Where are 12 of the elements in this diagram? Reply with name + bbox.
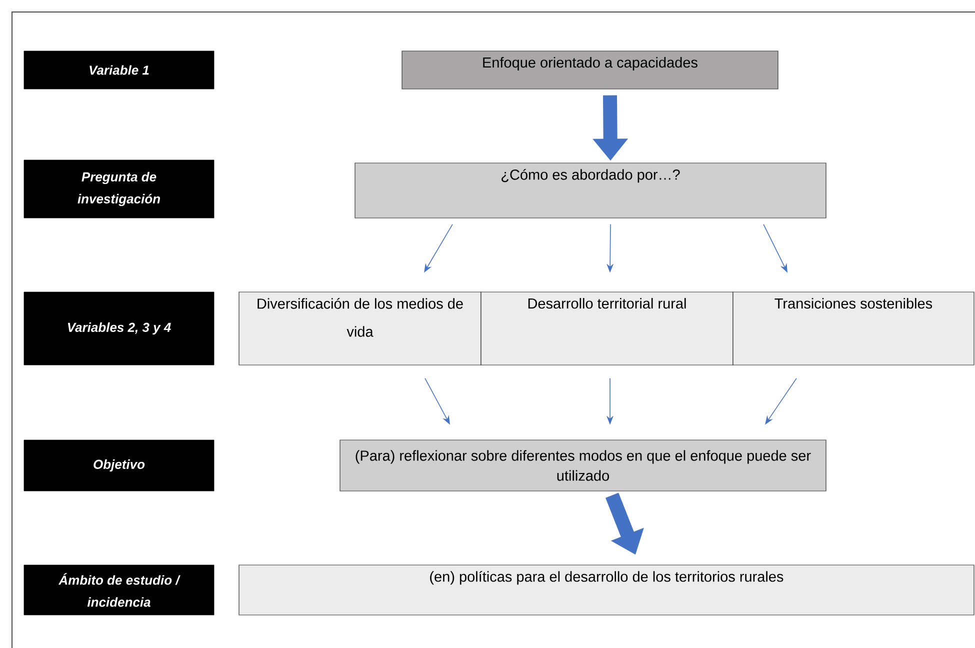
row-label: Pregunta de investigación	[24, 160, 214, 218]
row-label: Variable 1	[24, 50, 214, 90]
row-label: Ámbito de estudio / incidencia	[24, 564, 214, 616]
process-box: Transiciones sostenibles	[732, 292, 974, 366]
row-label: Objetivo	[24, 440, 214, 492]
process-box: (en) políticas para el desarrollo de los territorios rurales	[238, 564, 974, 616]
process-box: ¿Cómo es abordado por…?	[354, 162, 826, 218]
process-box: Diversificación de los medios de vida	[238, 292, 482, 366]
row-label: Variables 2, 3 y 4	[24, 292, 214, 366]
process-box: Desarrollo territorial rural	[480, 292, 734, 366]
process-box: (Para) reflexionar sobre diferentes modos en que el enfoque puede ser utilizado	[340, 440, 826, 492]
process-box: Enfoque orientado a capacidades	[402, 50, 778, 90]
